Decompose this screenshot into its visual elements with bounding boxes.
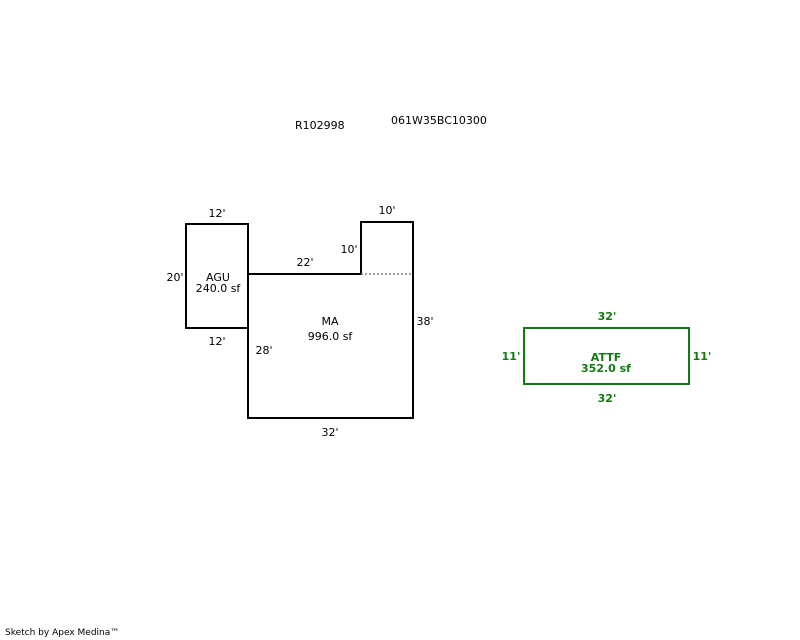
attf-code-label: ATTF xyxy=(591,351,621,364)
attf-top-dimension: 32' xyxy=(598,310,617,323)
agu-top-dimension: 12' xyxy=(208,207,225,220)
attf-left-dimension: 11' xyxy=(502,350,521,363)
agu-code-label: AGU xyxy=(206,271,230,284)
ma-code-label: MA xyxy=(321,315,338,328)
parcel-id: R102998 xyxy=(295,119,345,132)
agu-bottom-dimension: 12' xyxy=(208,335,225,348)
agu-area-label: 240.0 sf xyxy=(196,282,242,295)
ma-top-step-dimension: 22' xyxy=(296,256,313,269)
agu-left-dimension: 20' xyxy=(166,271,183,284)
attf-bottom-dimension: 32' xyxy=(598,392,617,405)
sketch-credit: Sketch by Apex Medina™ xyxy=(5,628,120,638)
ma-notch-top-dimension: 10' xyxy=(378,204,395,217)
attf-area-label: 352.0 sf xyxy=(581,362,631,375)
ma-notch-side-dimension: 10' xyxy=(340,243,357,256)
attf-outline xyxy=(523,327,690,385)
attf-right-dimension: 11' xyxy=(693,350,712,363)
ma-left-dimension: 28' xyxy=(255,344,272,357)
ma-area-label: 996.0 sf xyxy=(308,330,354,343)
ma-right-dimension: 38' xyxy=(416,315,433,328)
ma-bottom-dimension: 32' xyxy=(321,426,338,439)
map-number: 061W35BC10300 xyxy=(391,114,487,127)
